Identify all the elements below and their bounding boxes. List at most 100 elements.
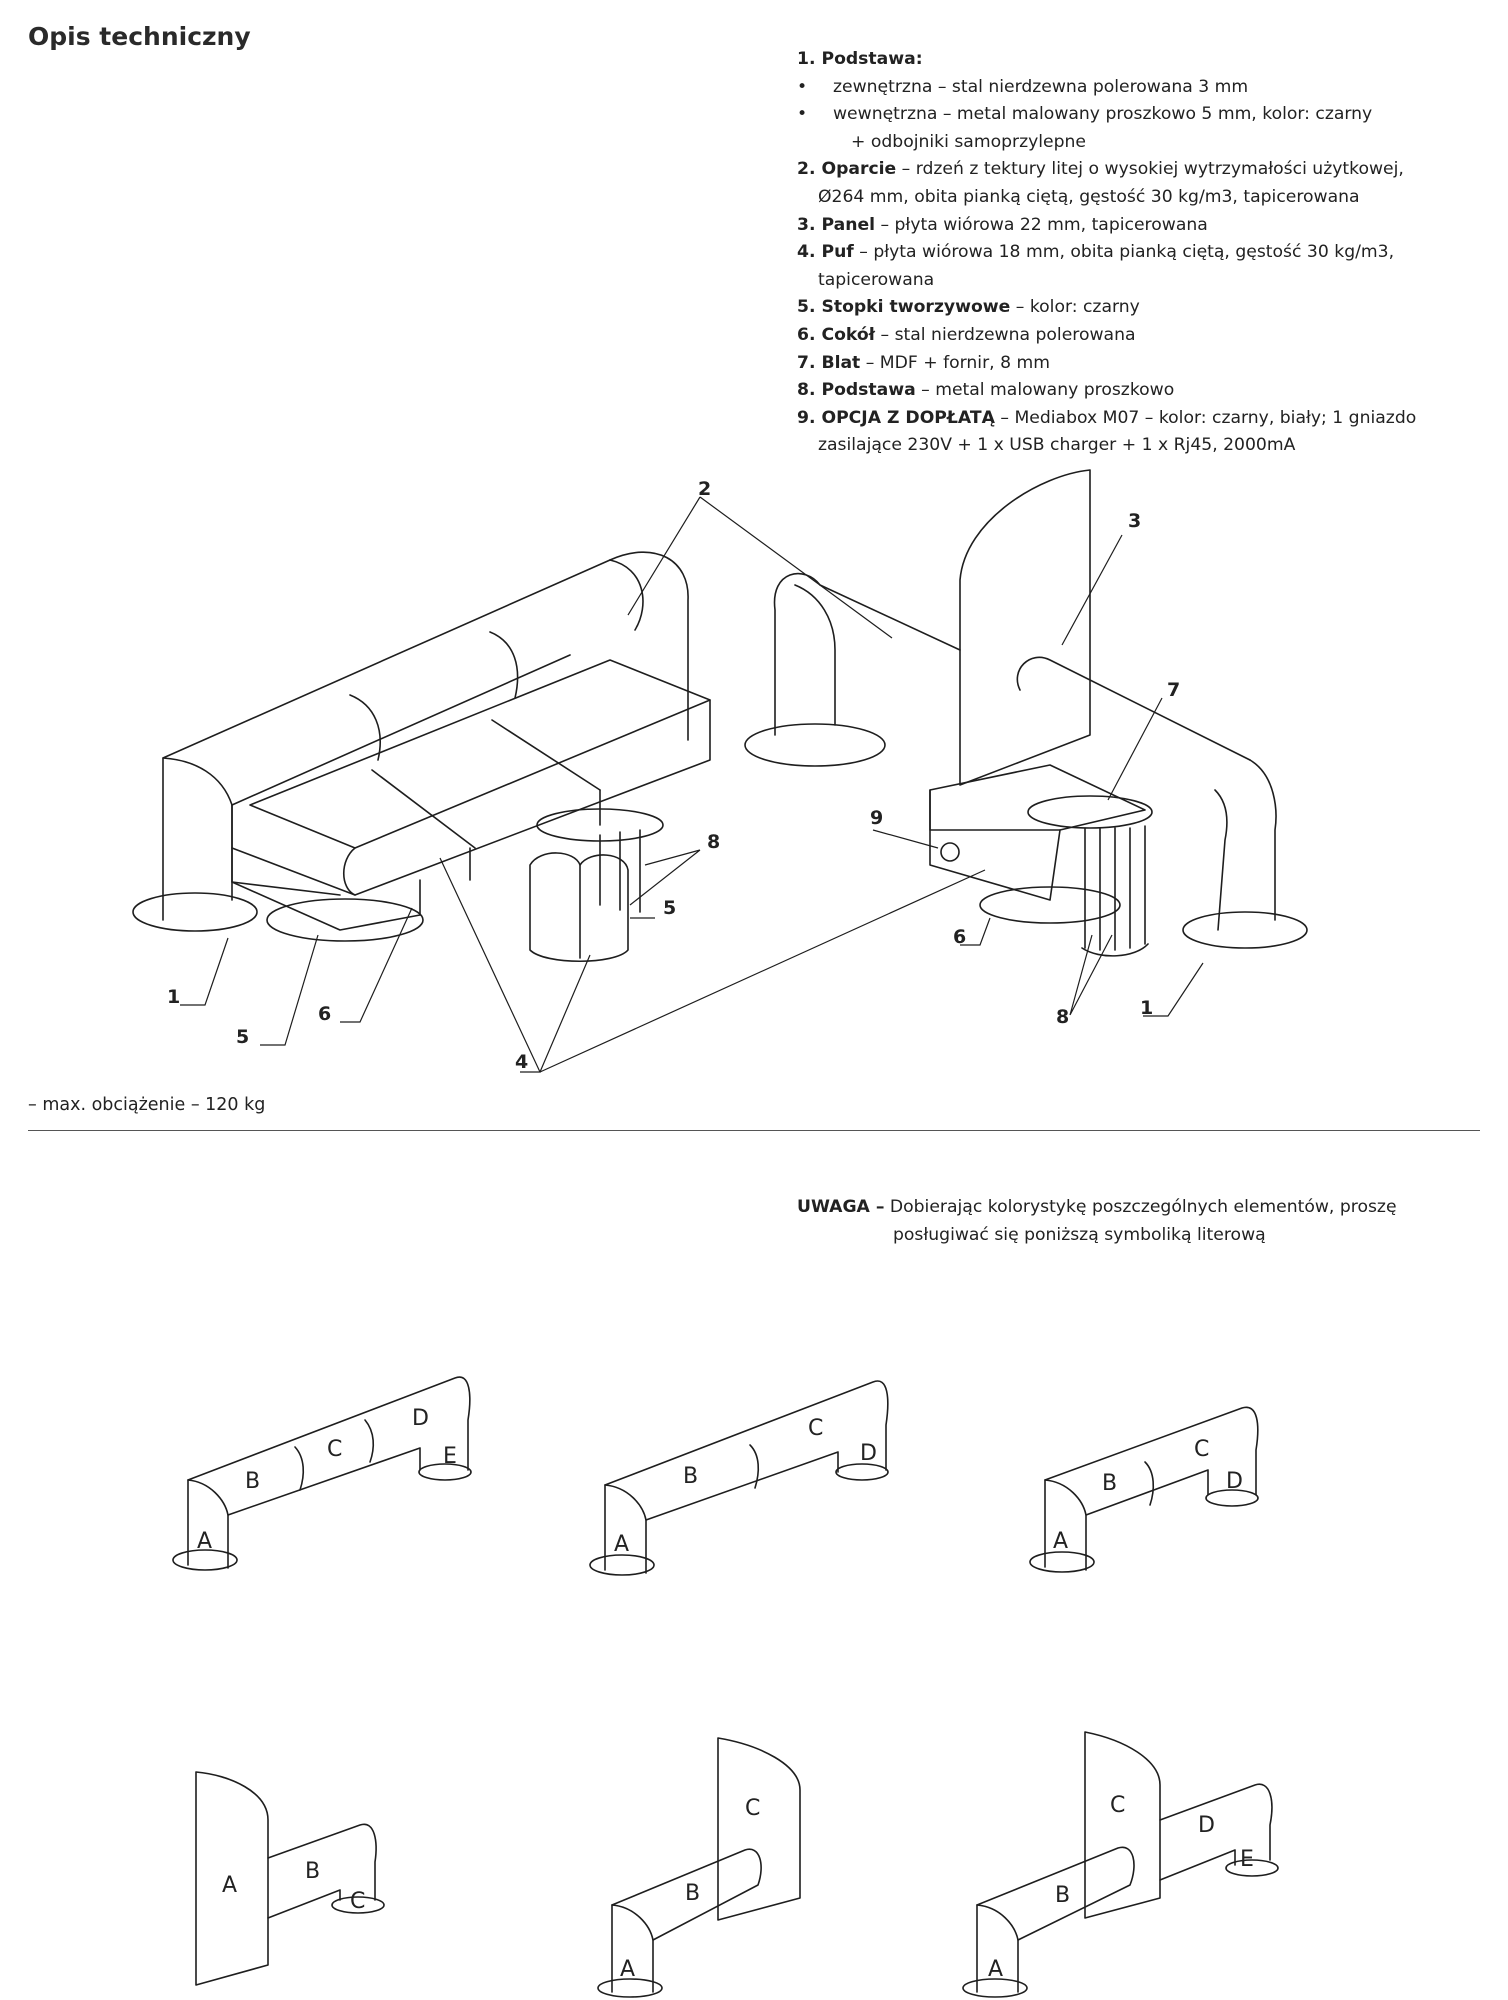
mediabox-icon	[940, 842, 960, 862]
left-sofa-seat-base	[231, 804, 421, 931]
left-sofa-seat-bottom	[231, 881, 341, 896]
callout-9: 9	[870, 807, 883, 829]
spec-item-6: 6. Cokół – stal nierdzewna polerowana	[797, 324, 1136, 345]
callout-4: 4	[515, 1051, 528, 1073]
spec-item-1-title: 1. Podstawa:	[797, 49, 923, 69]
letter-a: A	[988, 1957, 1003, 1982]
letter-c: C	[1110, 1793, 1125, 1818]
spec-item-2: 2. Oparcie – rdzeń z tektury litej o wys…	[797, 159, 1404, 180]
right-sofa-panel	[959, 469, 1091, 786]
letter-d: D	[860, 1441, 877, 1466]
letter-d: D	[412, 1406, 429, 1431]
callout-5-right: 5	[663, 897, 676, 919]
section-divider	[28, 1130, 1480, 1131]
right-sofa-foot-plate-right	[1182, 911, 1308, 949]
leader-7	[1107, 697, 1163, 801]
left-sofa-seat-vert-lines	[469, 789, 601, 881]
page-title: Opis techniczny	[28, 22, 251, 51]
left-sofa-back-segment-2	[489, 631, 519, 699]
left-sofa-seat-front	[342, 699, 711, 896]
note-line-2: posługiwać się poniższą symboliką litero…	[893, 1225, 1266, 1245]
leader-1-left	[180, 937, 229, 1006]
letter-diagram-4	[195, 1771, 385, 1986]
letter-a: A	[197, 1529, 212, 1554]
leader-2	[627, 496, 893, 639]
letter-b: B	[1102, 1471, 1117, 1496]
spec-item-9: 9. OPCJA Z DOPŁATĄ – Mediabox M07 – kolo…	[797, 407, 1417, 428]
left-sofa-back-front-edge	[162, 559, 611, 921]
letter-c: C	[327, 1437, 342, 1462]
letter-c: C	[350, 1889, 365, 1914]
spec-item-7: 7. Blat – MDF + fornir, 8 mm	[797, 352, 1050, 373]
spec-item-3: 3. Panel – płyta wiórowa 22 mm, tapicero…	[797, 214, 1208, 235]
right-sofa-corner-tube	[1214, 789, 1228, 931]
callout-8-left: 8	[707, 831, 720, 853]
spec-item-8: 8. Podstawa – metal malowany proszkowo	[797, 380, 1175, 401]
letter-a: A	[620, 1957, 635, 1982]
left-sofa-seat-split-2	[491, 719, 601, 791]
letter-diagram-3	[1029, 1406, 1259, 1573]
letter-b: B	[305, 1859, 320, 1884]
letter-a: A	[222, 1873, 237, 1898]
letter-b: B	[683, 1464, 698, 1489]
letter-c: C	[1194, 1437, 1209, 1462]
leader-4	[439, 857, 986, 1073]
letter-c: C	[808, 1416, 823, 1441]
side-table-legs	[599, 829, 641, 913]
leader-5	[260, 917, 655, 1046]
spec-item-1-bullet-2-cont: + odbojniki samoprzylepne	[851, 131, 1086, 152]
letter-a: A	[614, 1532, 629, 1557]
leader-3	[1061, 534, 1123, 646]
left-sofa-seat-front-lower	[231, 847, 356, 896]
left-sofa-back-segment-1	[349, 694, 381, 761]
left-sofa-seat-split-1	[371, 769, 476, 849]
left-sofa-drawing	[132, 551, 711, 942]
callout-8-right: 8	[1056, 1006, 1069, 1028]
right-sofa-foot-plate-left	[744, 723, 886, 767]
letter-diagram-2	[589, 1380, 889, 1576]
left-sofa-plinth	[266, 898, 424, 942]
spec-item-9-cont: zasilające 230V + 1 x USB charger + 1 x …	[818, 435, 1296, 456]
letter-a: A	[1053, 1529, 1068, 1554]
letter-b: B	[1055, 1883, 1070, 1908]
callout-1-left: 1	[167, 986, 180, 1008]
leader-8	[629, 849, 1113, 1016]
letter-b: B	[245, 1469, 260, 1494]
spec-item-1-bullet-2: •wewnętrzna – metal malowany proszkowo 5…	[797, 104, 1373, 125]
callout-7: 7	[1167, 679, 1180, 701]
left-sofa-back-end	[609, 551, 689, 741]
right-side-table-top	[1027, 795, 1153, 829]
pouf-body	[529, 852, 629, 962]
letter-e: E	[443, 1444, 457, 1469]
letter-d: D	[1226, 1469, 1243, 1494]
leader-1-right	[1143, 962, 1204, 1017]
letter-e: E	[1240, 1847, 1254, 1872]
max-load-note: – max. obciążenie – 120 kg	[28, 1095, 266, 1115]
right-sofa-back-tube-right	[1016, 656, 1251, 761]
callout-2: 2	[698, 478, 711, 500]
right-side-table-legs	[1084, 825, 1146, 951]
spec-item-5: 5. Stopki tworzywowe – kolor: czarny	[797, 297, 1140, 318]
callout-6-right: 6	[953, 926, 966, 948]
letter-b: B	[685, 1881, 700, 1906]
callout-leaders	[180, 496, 1204, 1073]
letter-diagram-1	[172, 1376, 472, 1571]
letter-diagram-6	[962, 1731, 1279, 1998]
right-sofa-drawing	[744, 469, 1308, 957]
color-code-note: UWAGA – Dobierając kolorystykę poszczegó…	[797, 1193, 1397, 1249]
note-label: UWAGA –	[797, 1197, 885, 1217]
spec-list: 1. Podstawa: •zewnętrzna – stal nierdzew…	[797, 46, 1487, 460]
callout-5-left: 5	[236, 1026, 249, 1048]
letter-d: D	[1198, 1813, 1215, 1838]
leader-6	[340, 907, 991, 1023]
right-sofa-plinth	[979, 886, 1121, 924]
right-sofa-seat-front	[929, 789, 1061, 901]
left-sofa-back-lower-edge	[231, 654, 571, 806]
note-line-1: Dobierając kolorystykę poszczególnych el…	[884, 1197, 1397, 1217]
letter-c: C	[745, 1796, 760, 1821]
right-sofa-back-tube-right-end	[1249, 759, 1277, 921]
pouf-and-table	[529, 808, 664, 962]
spec-item-1-bullet-1: •zewnętrzna – stal nierdzewna polerowana…	[797, 76, 1249, 97]
right-sofa-back-tube-left-end	[794, 584, 836, 726]
